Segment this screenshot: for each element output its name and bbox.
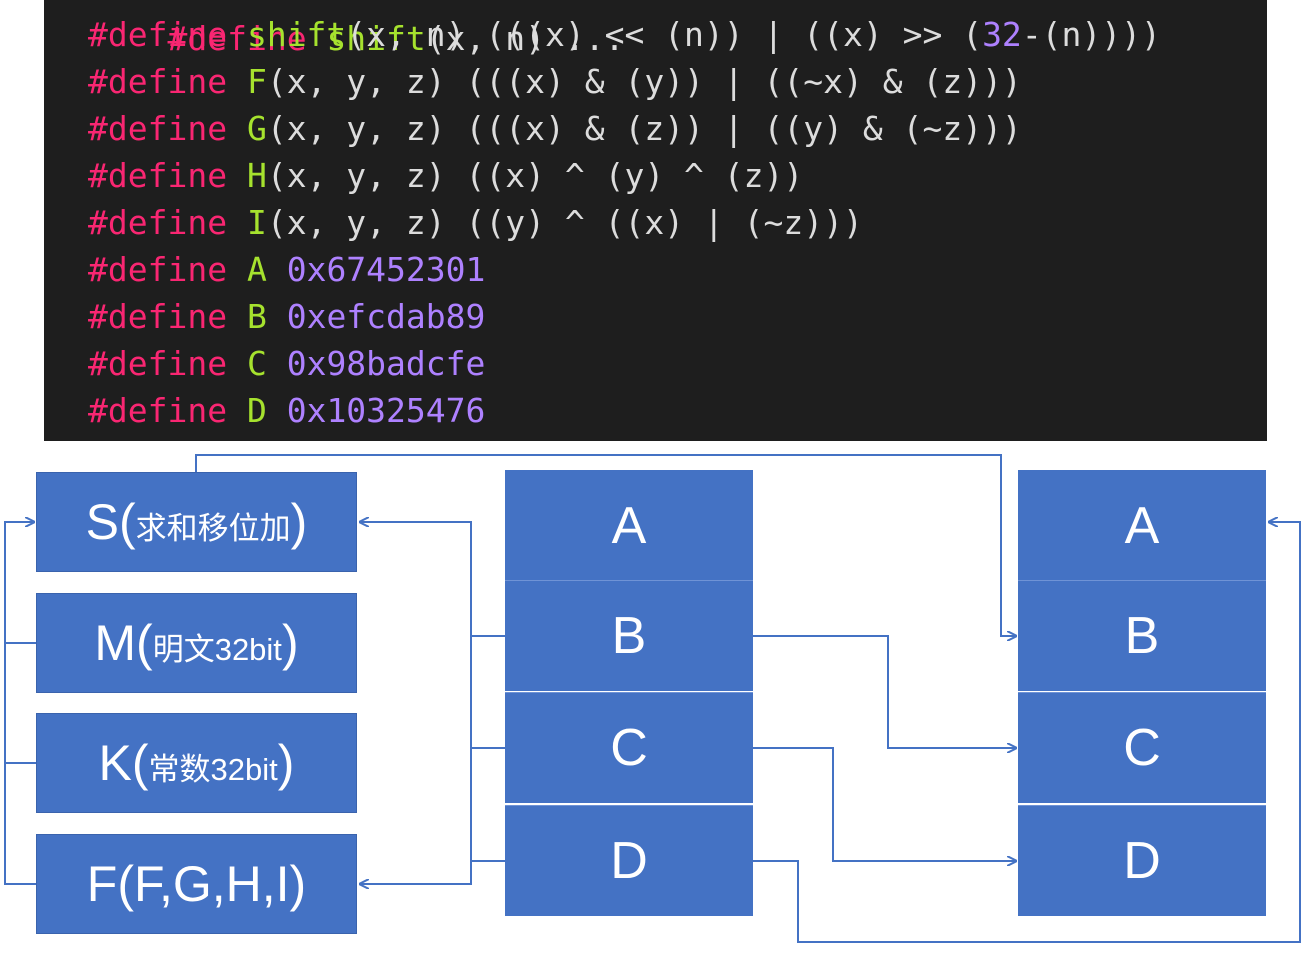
code-line-9: #define D 0x10325476 bbox=[88, 391, 486, 430]
code-panel: #define shift(x, n) ... #define shift(x,… bbox=[44, 0, 1267, 441]
input-register-d: D bbox=[505, 805, 753, 916]
code-line-6: #define A 0x67452301 bbox=[88, 250, 486, 289]
input-register-a: A bbox=[505, 470, 753, 581]
wire-c-to-d bbox=[753, 747, 1016, 861]
code-line-7: #define B 0xefcdab89 bbox=[88, 297, 486, 336]
wire-input-a-to-s bbox=[360, 522, 472, 636]
output-register-c: C bbox=[1018, 692, 1266, 803]
wire-input-bcd-to-f bbox=[360, 635, 505, 884]
code-line-2: #define F(x, y, z) (((x) & (y)) | ((~x) … bbox=[88, 62, 1022, 101]
k-box: K(常数32bit) bbox=[36, 713, 357, 813]
s-box: S(求和移位加) bbox=[36, 472, 357, 572]
f-box: F(F,G,H,I) bbox=[36, 834, 357, 934]
code-line-cut-top: #define shift(x, n) ... bbox=[167, 19, 625, 58]
output-register-b: B bbox=[1018, 580, 1266, 691]
input-register-b: B bbox=[505, 580, 753, 691]
output-register-a: A bbox=[1018, 470, 1266, 581]
input-register-column: A B C D bbox=[505, 470, 753, 917]
output-register-column: A B C D bbox=[1018, 470, 1266, 917]
code-line-4: #define H(x, y, z) ((x) ^ (y) ^ (z)) bbox=[88, 156, 804, 195]
code-line-8: #define C 0x98badcfe bbox=[88, 344, 486, 383]
code-line-1: #define shift(x, n) (((x) << (n)) | ((x)… bbox=[88, 15, 1161, 54]
wire-s-to-output-b bbox=[195, 454, 1016, 636]
wire-b-to-c bbox=[753, 635, 1016, 748]
wire-d-to-a bbox=[753, 522, 1301, 943]
code-line-5: #define I(x, y, z) ((y) ^ ((x) | (~z))) bbox=[88, 203, 863, 242]
code-line-3: #define G(x, y, z) (((x) & (z)) | ((y) &… bbox=[88, 109, 1022, 148]
m-box: M(明文32bit) bbox=[36, 593, 357, 693]
output-register-d: D bbox=[1018, 805, 1266, 916]
wire-left-feedback bbox=[4, 522, 36, 885]
input-register-c: C bbox=[505, 692, 753, 803]
